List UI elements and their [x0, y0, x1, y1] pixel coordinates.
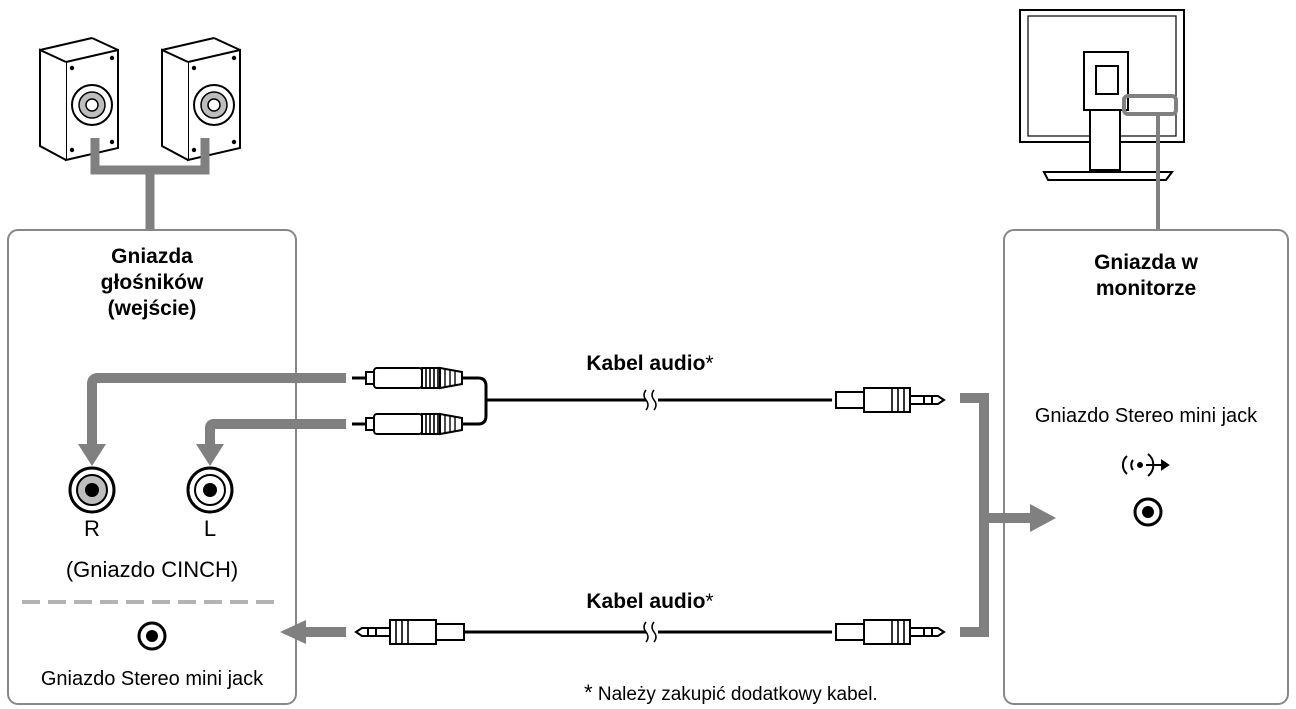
flow-arrow-icon [280, 620, 346, 644]
jack-right-label: R [84, 516, 100, 541]
footnote-mark: * [584, 680, 593, 705]
monitor-panel [1003, 229, 1289, 705]
title-line: monitorze [1095, 277, 1197, 300]
title-line: Gniazda w [1094, 251, 1198, 274]
rca-socket-icon [186, 466, 234, 514]
flow-arrow-icon [78, 373, 346, 466]
cable-label-mark: * [705, 352, 714, 375]
cable-label-text: Kabel audio [586, 590, 706, 613]
footnote-text: Należy zakupić dodatkowy kabel. [597, 684, 878, 705]
title-line: głośników [100, 271, 204, 294]
speaker-panel-title: Gniazda głośników (wejście) [8, 244, 296, 322]
speaker-link-wire [90, 138, 210, 230]
mini-jack-plug-icon [835, 387, 945, 413]
rca-plug-icon [350, 366, 464, 390]
mini-jack-plug-icon [835, 619, 945, 645]
flow-arrow-icon [196, 419, 346, 466]
mini-jack-plug-icon [355, 619, 465, 645]
monitor-panel-title: Gniazda w monitorze [1004, 250, 1288, 302]
speaker-input-panel [7, 229, 297, 705]
monitor-icon [1019, 9, 1185, 181]
mini-jack-socket-icon [137, 621, 167, 651]
title-line: Gniazda [111, 245, 193, 268]
jack-left-label: L [203, 516, 217, 541]
cinch-caption: (Gniazdo CINCH) [65, 557, 239, 582]
cable-label-bottom: Kabel audio* [520, 590, 780, 614]
cable-label-top: Kabel audio* [520, 352, 780, 376]
audio-cable-bottom [355, 619, 945, 645]
rca-socket-icon [68, 466, 116, 514]
title-line: (wejście) [107, 297, 197, 320]
speakers [39, 37, 241, 161]
cable-label-text: Kabel audio [586, 352, 706, 375]
cable-label-mark: * [705, 590, 714, 613]
audio-output-icon [1121, 453, 1170, 477]
audio-cable-top [350, 366, 945, 436]
footnote: * Należy zakupić dodatkowy kabel. [584, 680, 996, 706]
speaker-minijack-caption: Gniazdo Stereo mini jack [40, 668, 264, 690]
monitor-minijack-caption: Gniazdo Stereo mini jack [1034, 405, 1258, 427]
mini-jack-socket-icon [1133, 497, 1163, 527]
rca-plug-icon [350, 412, 464, 436]
speaker-icon [39, 37, 119, 161]
flow-arrow-icon [960, 393, 1056, 637]
